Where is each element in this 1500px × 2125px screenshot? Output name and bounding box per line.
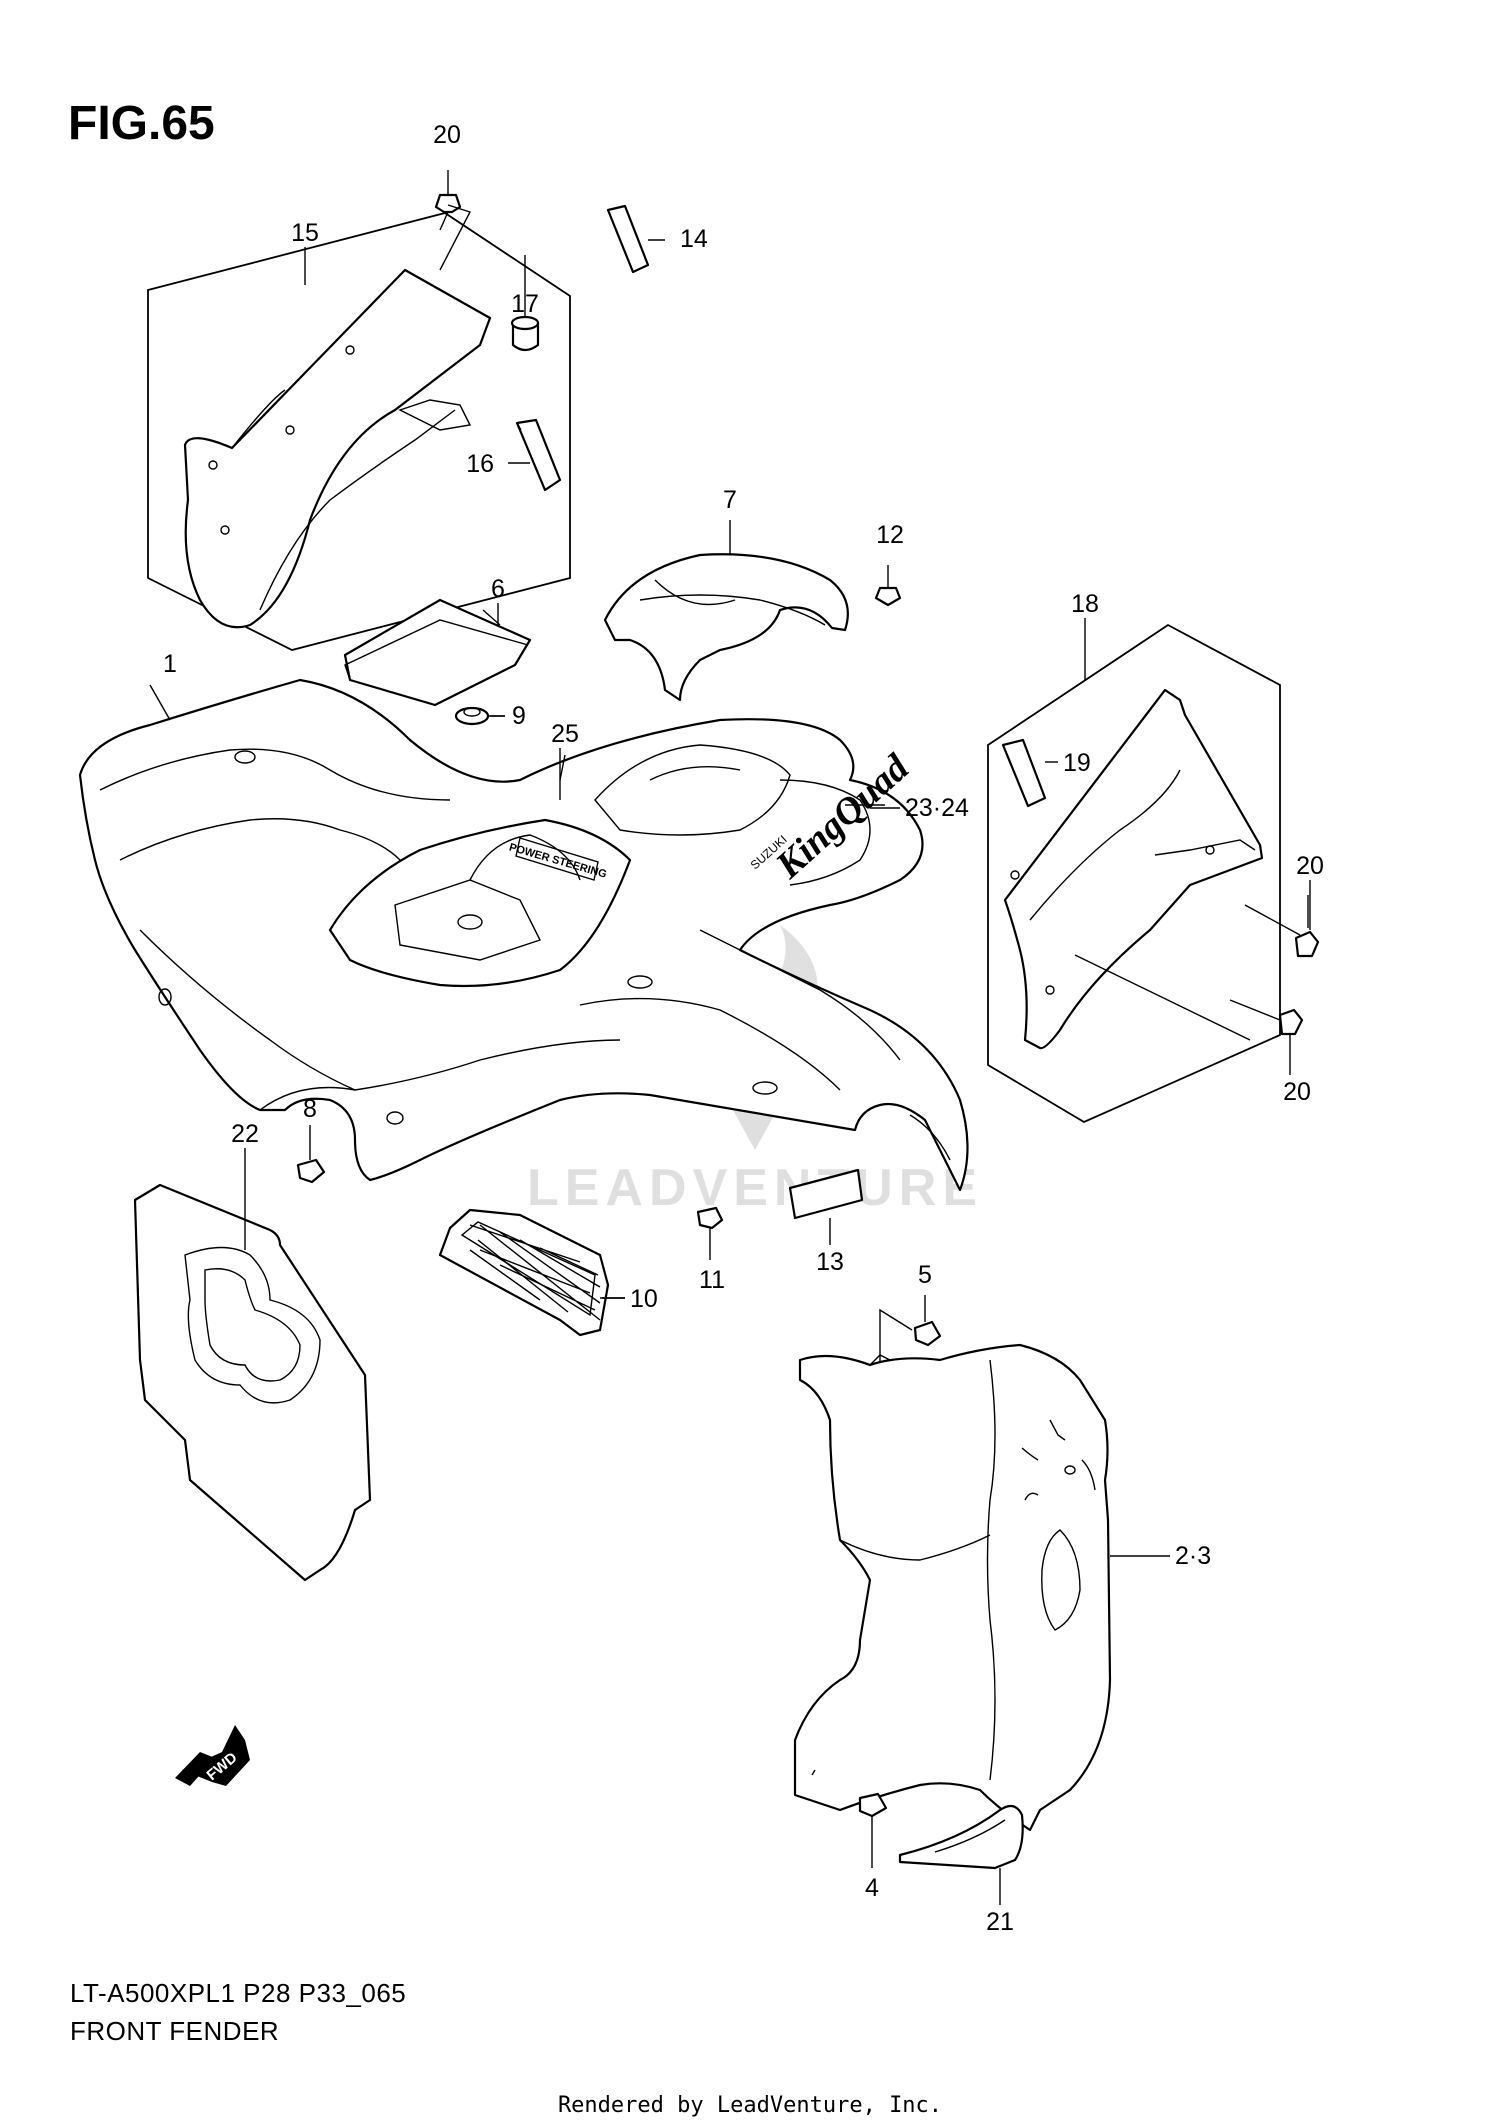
callout-14: 14: [680, 225, 708, 253]
part-11-screw[interactable]: [696, 1206, 724, 1260]
part-15-inner-panel-left[interactable]: [147, 212, 571, 651]
part-10-grille[interactable]: [438, 1208, 625, 1337]
part-20-bolt-right-lower[interactable]: [1074, 954, 1304, 1075]
part-22-mud-guard-plate[interactable]: [133, 1148, 372, 1582]
callout-4: 4: [865, 1874, 879, 1902]
callout-leaders: [304, 247, 1311, 1299]
callout-19: 19: [1063, 749, 1091, 777]
fwd-arrow-icon: FWD: [175, 1725, 250, 1786]
callout-21: 21: [986, 1908, 1014, 1936]
part-1-front-fender[interactable]: POWER STEERING KingQuad SUZUKI: [78, 678, 969, 1192]
render-credit: Rendered by LeadVenture, Inc.: [557, 2093, 943, 2118]
callout-5: 5: [918, 1261, 932, 1289]
section-name: FRONT FENDER: [70, 2016, 280, 2046]
callout-7: 7: [723, 486, 737, 514]
watermark-text: LEADVENTURE: [527, 1159, 983, 1217]
callout-15: 15: [291, 219, 319, 247]
callout-10: 10: [630, 1285, 658, 1313]
callouts: 20 15 17 14 16 7 12 6 18 1 9 25 23·24 19…: [163, 121, 1324, 1936]
callout-9: 9: [512, 702, 526, 730]
callout-11: 11: [699, 1266, 725, 1294]
part-14-cushion[interactable]: [606, 204, 665, 274]
callout-6: 6: [491, 575, 505, 603]
callout-22: 22: [231, 1120, 259, 1148]
part-12-screw[interactable]: [874, 565, 902, 607]
callout-23-24: 23·24: [905, 794, 969, 822]
callout-16: 16: [466, 450, 494, 478]
part-20-bolt-right-upper[interactable]: [1244, 895, 1320, 958]
part-13-cushion[interactable]: [788, 1168, 864, 1245]
part-19-cushion[interactable]: [1001, 738, 1058, 808]
callout-13: 13: [816, 1248, 844, 1276]
callout-17: 17: [511, 290, 539, 318]
callout-20-top: 20: [433, 121, 461, 149]
part-17-collar[interactable]: [510, 300, 540, 352]
callout-12: 12: [876, 521, 904, 549]
model-code: LT-A500XPL1 P28 P33_065: [70, 1978, 407, 2008]
callout-20-right-lower: 20: [1283, 1078, 1311, 1106]
part-4-screw[interactable]: [858, 1792, 888, 1868]
part-7-upper-cover[interactable]: [603, 520, 849, 702]
callout-20-right-upper: 20: [1296, 852, 1324, 880]
callout-8: 8: [303, 1095, 317, 1123]
callout-1: 1: [163, 650, 177, 678]
callout-18: 18: [1071, 590, 1099, 618]
callout-2-3: 2·3: [1175, 1542, 1211, 1570]
part-6-cover[interactable]: [343, 598, 532, 707]
part-2-3-inner-fender[interactable]: [793, 1343, 1170, 1832]
part-21-protector[interactable]: [898, 1804, 1024, 1905]
part-20-bolt-top[interactable]: [434, 170, 472, 271]
part-8-screw[interactable]: [296, 1125, 326, 1184]
figure-title: FIG.65: [68, 97, 215, 150]
callout-25: 25: [551, 720, 579, 748]
part-16-cushion[interactable]: [508, 418, 562, 492]
part-18-inner-panel-right[interactable]: [987, 623, 1281, 1124]
